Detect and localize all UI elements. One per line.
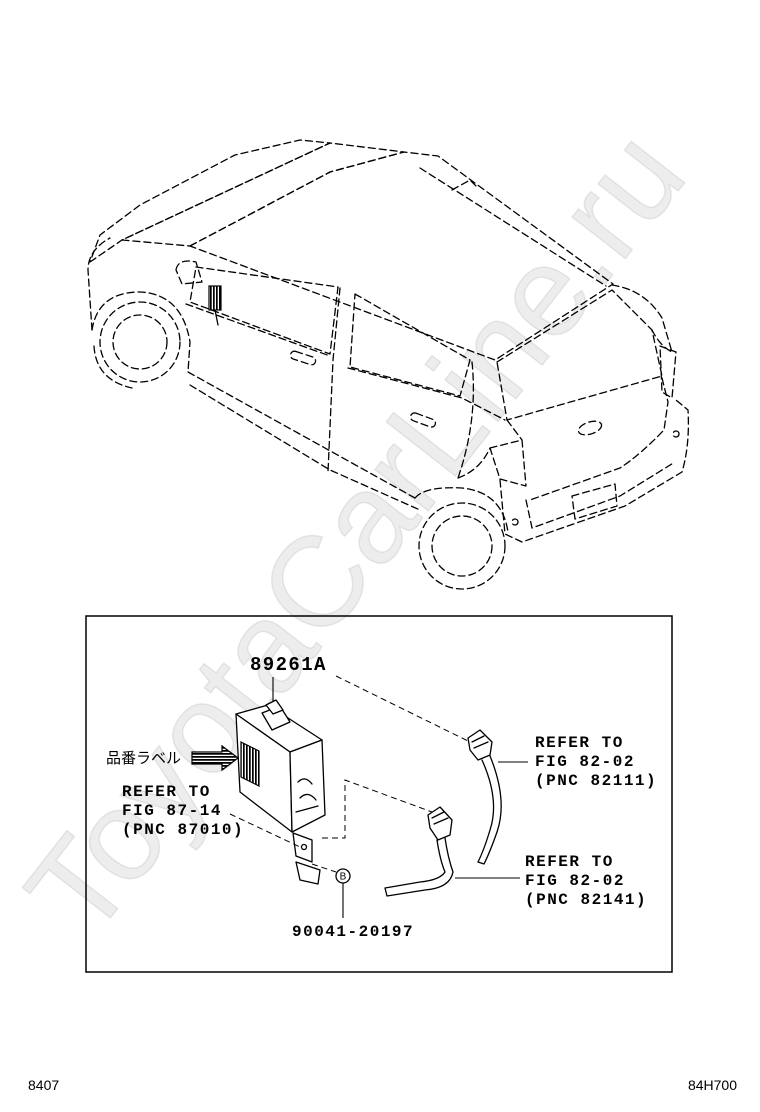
beltline <box>185 303 506 421</box>
tailgate <box>506 377 669 501</box>
refer-line-1: REFER TO <box>535 734 624 752</box>
front-wheel-arch <box>91 291 191 373</box>
connector-1-harness <box>467 729 502 865</box>
refer-line-3: (PNC 82141) <box>525 891 647 909</box>
rear-tire <box>418 502 506 590</box>
part-number-label-patch <box>240 741 260 787</box>
rear-bumper-line <box>525 461 676 529</box>
connector-1-cable <box>477 755 502 865</box>
front-door-handle <box>289 350 317 366</box>
roof-rail-line <box>419 167 607 287</box>
connector-2-cable <box>384 837 454 897</box>
connector-1-dashed-leader <box>335 675 471 743</box>
callout-letter: B <box>340 872 347 883</box>
door-cut-line <box>327 287 341 473</box>
label-callout-arrow <box>191 744 239 772</box>
door-bottom-line <box>189 384 421 511</box>
module-side-face <box>289 739 326 833</box>
rocker-line <box>187 371 416 499</box>
module-side-connector-details <box>295 778 319 813</box>
front-door-window <box>189 266 339 355</box>
refer-line-1: REFER TO <box>525 853 614 871</box>
module-location-marker <box>208 285 222 311</box>
refer-line-2: FIG 82-02 <box>525 872 625 890</box>
footer-right-code: 84H700 <box>688 1077 737 1093</box>
watermark-text: ToyotaCarLine.ru <box>0 105 712 961</box>
rear-door-window <box>349 293 471 397</box>
rear-window <box>496 289 663 421</box>
refer-block-82111: REFER TO FIG 82-02 (PNC 82111) <box>535 734 657 790</box>
hood <box>89 139 331 263</box>
roof-antenna <box>451 179 479 191</box>
front-fender <box>87 237 111 331</box>
mounting-bracket <box>292 832 313 863</box>
refer-line-2: FIG 87-14 <box>122 802 222 820</box>
rear-quarter-panel <box>457 447 491 479</box>
refer-87010-leader <box>229 813 301 848</box>
rear-rim <box>431 515 493 577</box>
part-number-label: 89261A <box>250 654 327 676</box>
rear-door-edge <box>457 361 474 479</box>
connector-1-detail <box>471 735 489 749</box>
license-plate <box>571 483 618 520</box>
refer-line-3: (PNC 82111) <box>535 772 657 790</box>
far-tail-light <box>659 345 677 399</box>
near-tail-light <box>489 439 527 487</box>
rear-emblem <box>577 420 603 436</box>
rear-reflector-far <box>672 430 680 438</box>
refer-block-87010: REFER TO FIG 87-14 (PNC 87010) <box>122 783 244 839</box>
rear-spoiler <box>611 284 673 353</box>
detail-frame <box>85 615 673 973</box>
connector-2-dashed-leader <box>322 779 433 839</box>
front-bumper-lower <box>93 345 133 389</box>
refer-block-82141: REFER TO FIG 82-02 (PNC 82141) <box>525 853 647 909</box>
mounting-bracket-foot <box>295 861 321 885</box>
connector-2 <box>427 806 453 841</box>
windshield <box>121 142 405 247</box>
footer-left-code: 8407 <box>28 1077 59 1093</box>
rear-wheel-arch <box>414 487 509 533</box>
rear-bumper <box>499 399 690 543</box>
vehicle-illustration <box>87 139 690 590</box>
bolt-part-number: 90041-20197 <box>292 923 414 941</box>
label-callout-text: 品番ラベル <box>106 749 181 767</box>
fastener-dashed-leader <box>311 863 337 873</box>
rear-door-handle <box>409 412 437 428</box>
refer-line-2: FIG 82-02 <box>535 753 635 771</box>
front-tire <box>99 301 181 383</box>
control-module <box>235 699 326 885</box>
module-connector-top <box>265 699 284 715</box>
rear-reflector-near <box>511 518 519 526</box>
front-rim <box>112 314 168 370</box>
connector-2-detail <box>431 811 449 825</box>
bracket-hole <box>300 843 308 851</box>
side-mirror <box>175 260 203 285</box>
refer-line-1: REFER TO <box>122 783 211 801</box>
module-location-bracket <box>214 309 219 326</box>
refer-line-3: (PNC 87010) <box>122 821 244 839</box>
connector-2-harness <box>384 806 454 897</box>
